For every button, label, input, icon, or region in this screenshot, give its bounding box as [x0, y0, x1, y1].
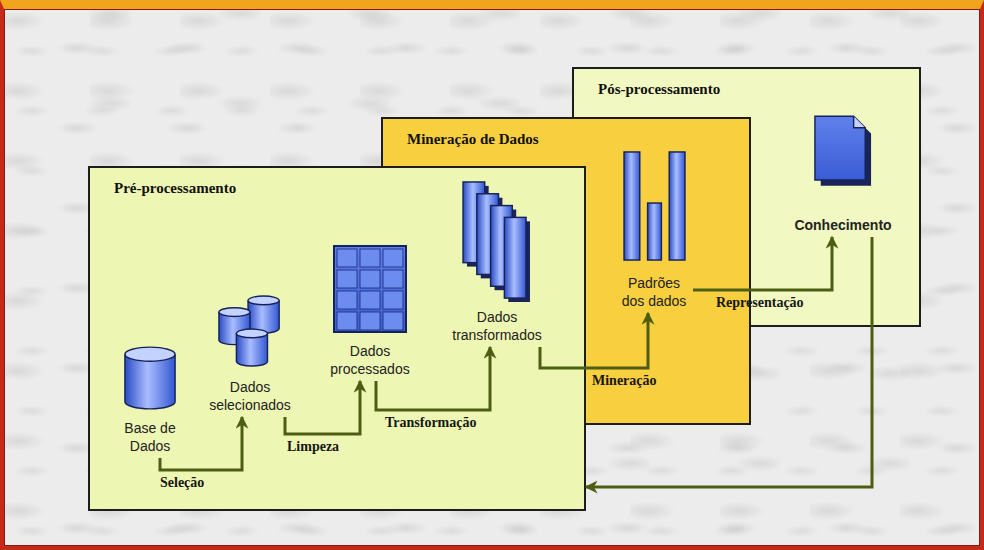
step-label: Seleção — [160, 475, 204, 491]
flow-arrow — [540, 313, 648, 368]
pattern-node: Padrões dos dados — [615, 150, 693, 313]
node-caption: Dados processados — [323, 342, 417, 378]
stack-icon — [460, 180, 535, 302]
step-label: Mineração — [592, 373, 657, 389]
step-label: Transformação — [385, 415, 477, 431]
node-caption: Dados selecionados — [202, 378, 298, 414]
bars-icon — [622, 150, 687, 262]
flow-arrow — [586, 237, 872, 487]
panel-title: Pré-processamento — [114, 180, 560, 197]
database-node: Base de Dados — [110, 345, 190, 458]
step-label: Limpeza — [287, 439, 339, 455]
stage-panel: Pré-processamentoBase de Dados Dados sele… — [88, 166, 586, 511]
node-caption: Base de Dados — [110, 419, 190, 455]
panel-title: Mineração de Dados — [407, 131, 725, 148]
cyl3-icon — [217, 294, 283, 370]
doc-icon — [813, 114, 873, 188]
cyl-icon — [123, 345, 177, 411]
flow-arrow — [160, 417, 242, 470]
data-node: Dados selecionados — [202, 294, 298, 417]
knowledge-node: Conhecimento — [786, 114, 900, 237]
grid-icon — [332, 244, 408, 334]
data-node: Dados processados — [323, 244, 417, 381]
data-node: Dados transformados — [445, 180, 549, 347]
flow-arrow — [376, 347, 490, 410]
flow-arrow — [693, 237, 832, 290]
flow-arrow — [285, 381, 360, 434]
step-label: Representação — [716, 295, 804, 311]
node-caption: Conhecimento — [786, 216, 900, 234]
node-caption: Dados transformados — [445, 308, 549, 344]
node-caption: Padrões dos dados — [615, 274, 693, 310]
panel-title: Pós-processamento — [598, 81, 895, 98]
